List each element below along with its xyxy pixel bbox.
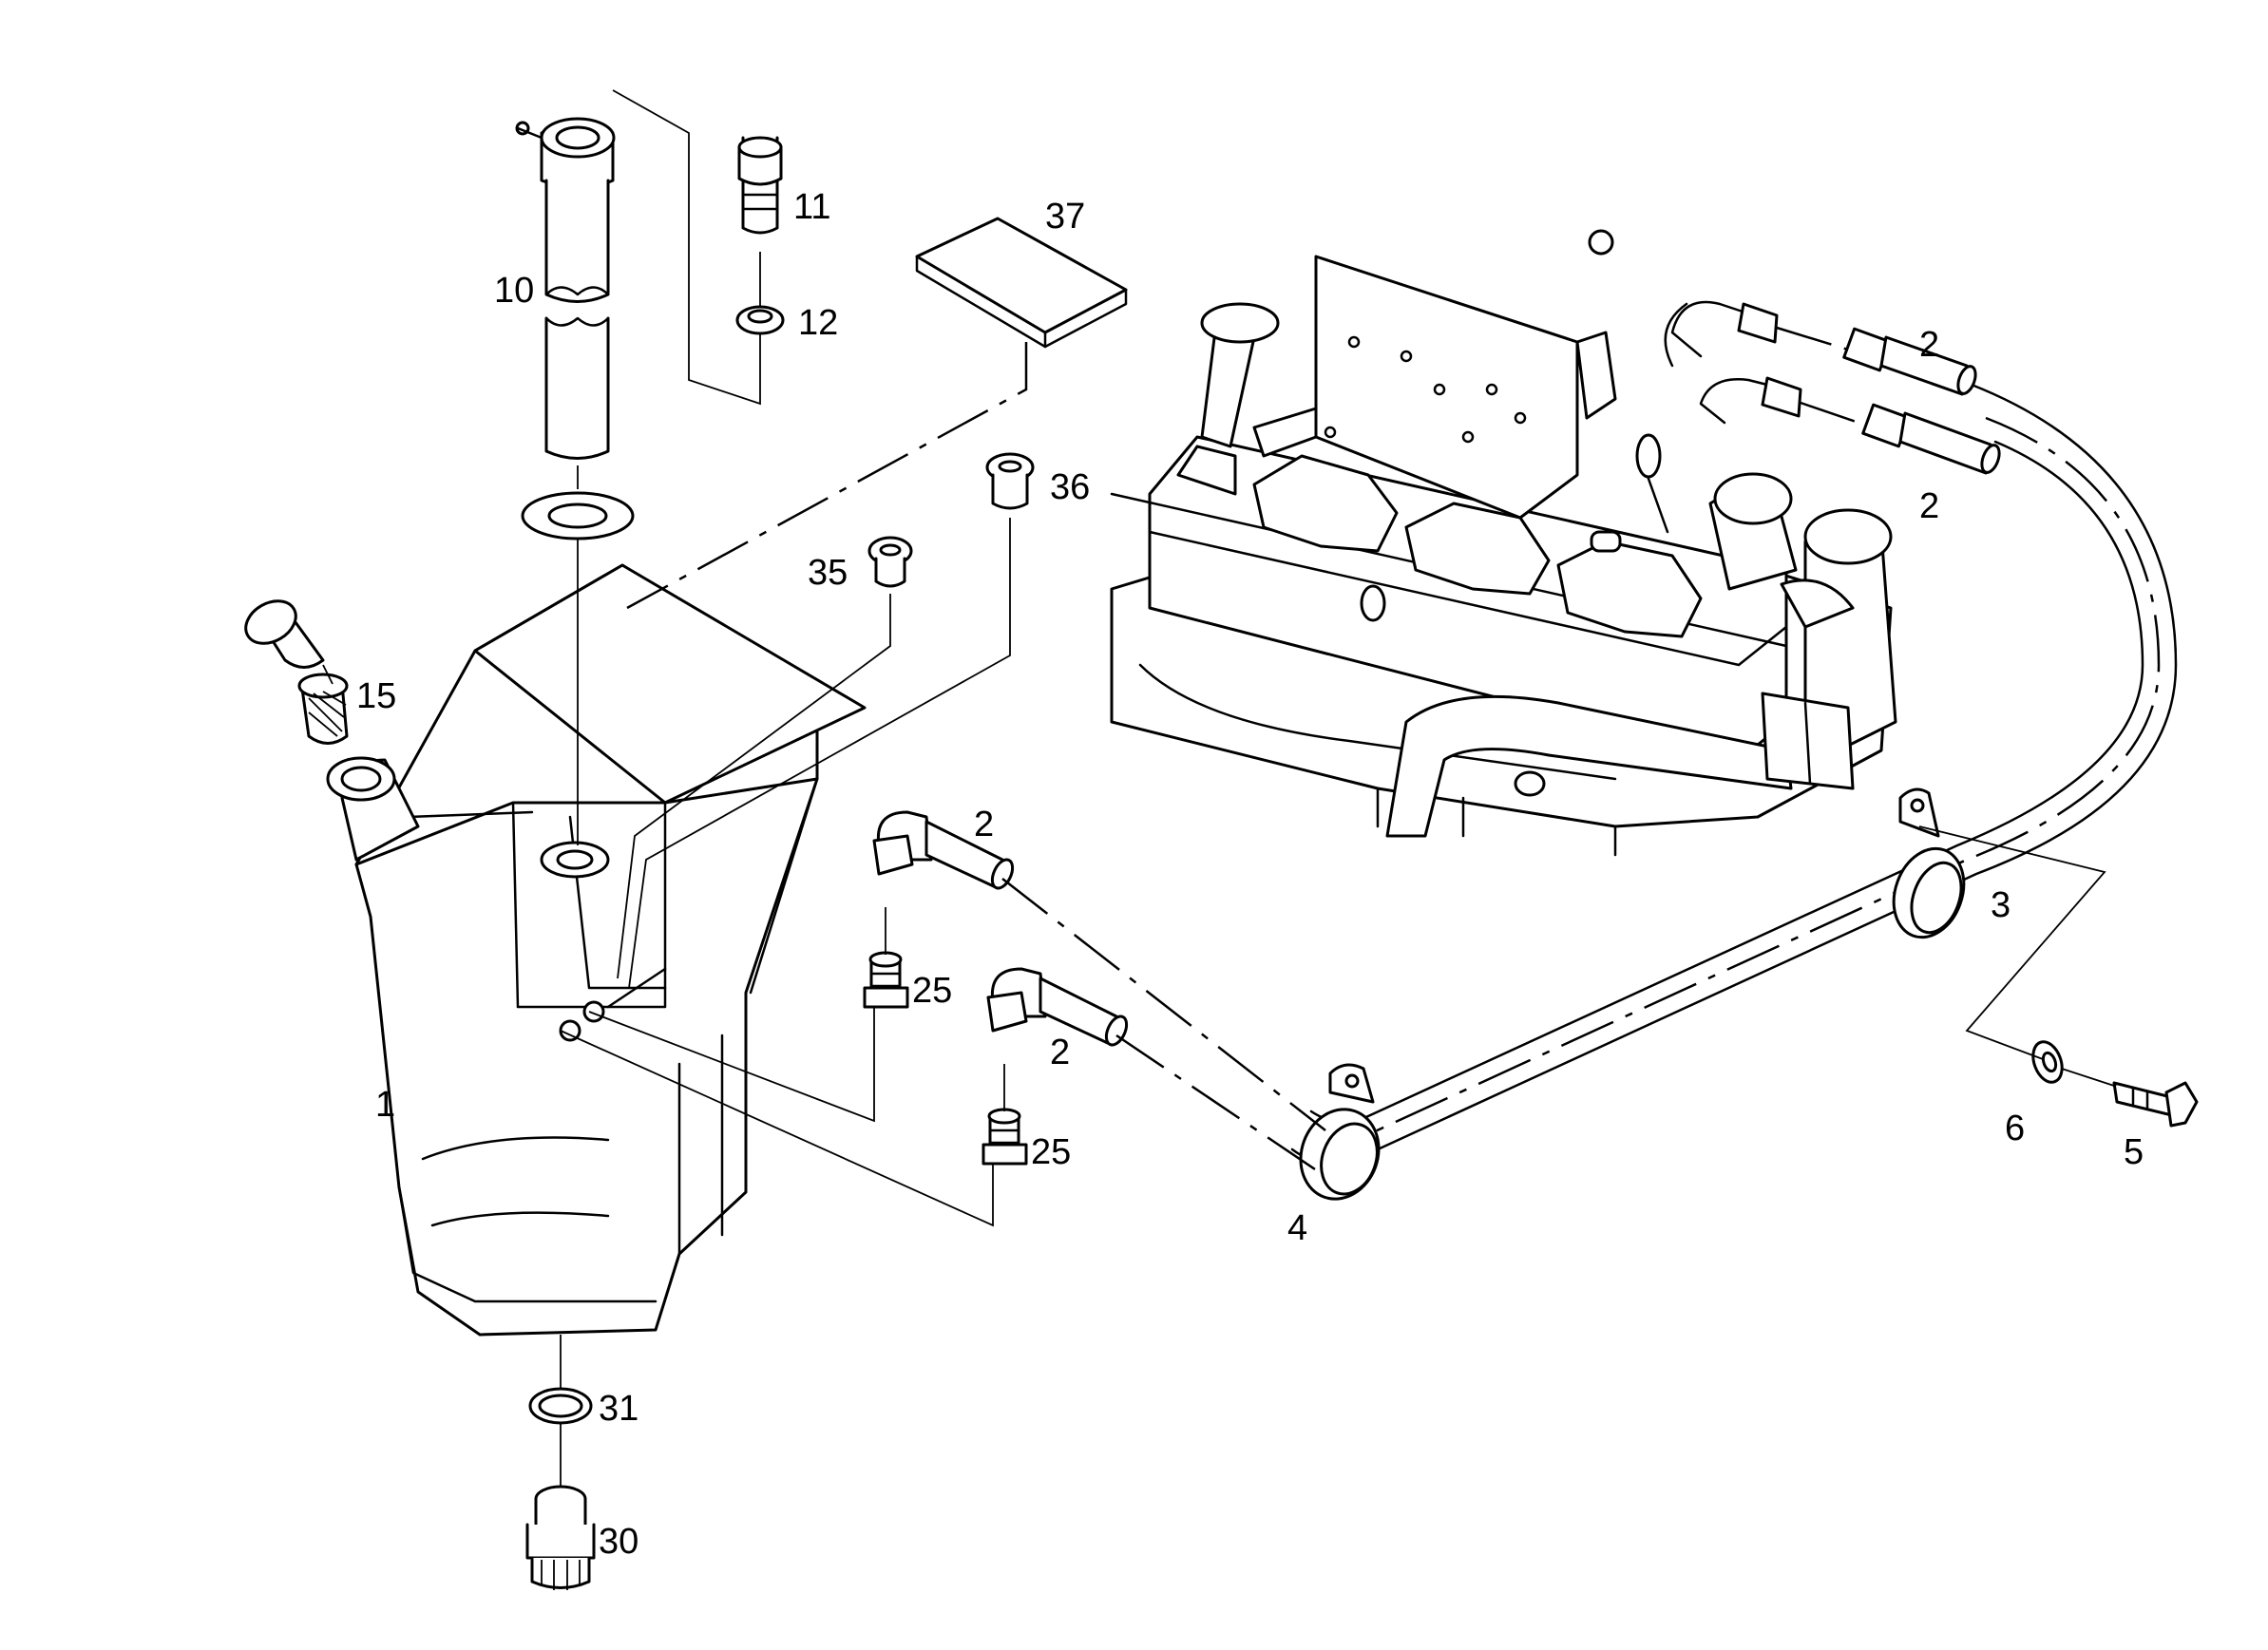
label-15: 15 — [356, 676, 396, 716]
leader-lines — [322, 89, 2115, 1487]
label-30: 30 — [599, 1522, 638, 1562]
part-36-plug — [985, 452, 1035, 510]
part-labels: 1 2 2 2 2 3 4 5 6 10 11 12 15 25 25 30 3… — [356, 187, 2144, 1562]
label-2-left-lower: 2 — [1050, 1033, 1070, 1072]
part-30-drain-plug — [525, 1485, 596, 1590]
part-31-o-ring — [528, 1387, 593, 1425]
part-4-clamp — [1299, 1063, 1381, 1201]
part-15-strainer — [244, 599, 349, 745]
label-31: 31 — [599, 1389, 638, 1429]
label-10: 10 — [494, 271, 534, 311]
label-2-upper-right: 2 — [1919, 325, 1939, 365]
label-1: 1 — [375, 1085, 395, 1125]
oil-tank — [326, 563, 867, 1337]
part-37-gasket-plate — [915, 217, 1128, 349]
part-12-washer — [735, 305, 785, 335]
left-hose-upper — [872, 810, 1015, 890]
label-3: 3 — [1991, 885, 2011, 925]
hose-fittings-upper — [1664, 300, 2001, 475]
part-35-plug — [867, 536, 913, 588]
part-6-washer — [2031, 1040, 2064, 1084]
part-10-level-sender — [515, 117, 635, 541]
label-12: 12 — [798, 303, 838, 343]
label-5: 5 — [2124, 1132, 2144, 1172]
engine-assembly — [1110, 229, 1897, 857]
left-hose-lower — [986, 967, 1129, 1047]
label-2-left-upper: 2 — [974, 805, 994, 844]
part-3-clamp — [1892, 787, 1966, 939]
part-25-fitting-b — [982, 1108, 1028, 1166]
label-2-right: 2 — [1919, 486, 1939, 526]
label-36: 36 — [1050, 467, 1090, 507]
label-25-upper: 25 — [912, 971, 952, 1011]
part-25-fitting-a — [863, 951, 909, 1009]
label-6: 6 — [2005, 1109, 2025, 1148]
part-11-bolt — [737, 136, 783, 235]
label-35: 35 — [808, 553, 848, 593]
label-11: 11 — [793, 187, 830, 227]
label-25-lower: 25 — [1031, 1132, 1071, 1172]
label-4: 4 — [1287, 1208, 1307, 1248]
label-37: 37 — [1045, 197, 1085, 237]
part-5-bolt — [2112, 1081, 2199, 1128]
